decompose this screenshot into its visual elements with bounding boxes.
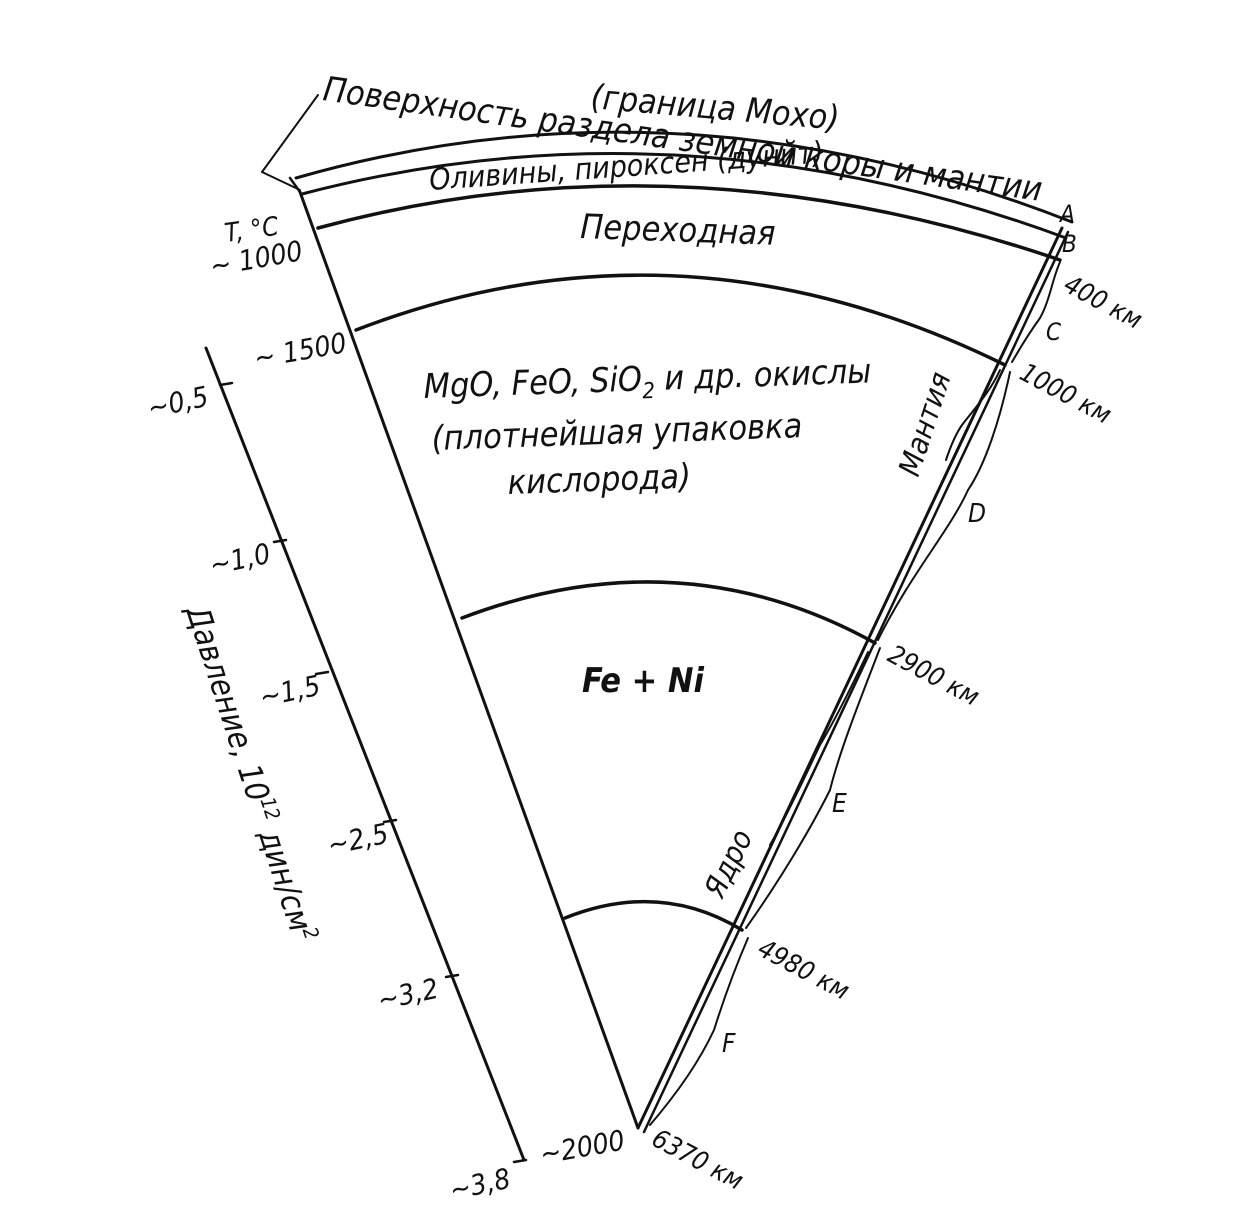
temperature-1000: ~ 1000 <box>207 234 305 283</box>
pressure-axis: ~0,5 ~1,0 ~1,5 ~2,5 ~3,2 ~3,8 Давление, 1012 … <box>145 346 528 1207</box>
core-composition-label: Fe + Ni <box>582 661 705 701</box>
zone-label-f: F <box>722 1029 736 1059</box>
zone-label-a: A <box>1058 200 1075 228</box>
group-labels: Мантия Ядро <box>697 368 1001 904</box>
pressure-tick-label: ~1,5 <box>257 669 324 714</box>
sector-outline <box>288 176 1070 1134</box>
zone-labels: A B C D E F <box>649 200 1077 1126</box>
sector-right-edge-double <box>642 230 1070 1134</box>
pressure-ticks: ~0,5 ~1,0 ~1,5 ~2,5 ~3,2 ~3,8 <box>145 380 528 1207</box>
core-brace <box>769 651 869 846</box>
pressure-tick-mark <box>272 538 288 544</box>
pressure-tick-mark <box>218 381 234 387</box>
mantle-core-arc <box>460 580 877 645</box>
depth-4980: 4980 км <box>753 934 854 1007</box>
oxides-label-line-2: (плотнейшая упаковка <box>431 406 803 459</box>
zone-label-d: D <box>968 499 986 529</box>
temperature-2000: ~2000 <box>537 1124 627 1171</box>
transition-layer-label: Переходная <box>580 207 776 254</box>
sector-left-edge <box>298 190 640 1130</box>
temperature-1500: ~ 1500 <box>251 326 349 375</box>
pressure-tick-label: ~0,5 <box>145 380 212 425</box>
title-pointer-line <box>261 94 319 173</box>
depth-2900: 2900 км <box>883 640 984 713</box>
depth-1000: 1000 км <box>1015 358 1116 431</box>
layer-labels: Оливины, пироксен (дунит) Переходная MgO… <box>423 136 872 701</box>
pressure-tick-mark <box>314 670 330 676</box>
inner-core-arc <box>563 899 744 932</box>
pressure-tick-label: ~3,8 <box>447 1162 514 1207</box>
pressure-axis-line <box>204 346 526 1162</box>
olivine-lower-arc <box>316 184 1062 262</box>
depth-6370: 6370 км <box>647 1124 748 1197</box>
transition-lower-arc <box>354 273 1007 367</box>
layer-boundaries <box>294 130 1074 932</box>
outer-surface-arc <box>294 130 1074 224</box>
brace-d <box>877 371 1011 641</box>
pressure-tick-label: ~2,5 <box>325 817 392 862</box>
oxides-label-line-3: кислорода) <box>507 457 692 503</box>
pressure-axis-label: Давление, 1012 дин/см2 <box>178 599 324 947</box>
pressure-tick-mark <box>382 818 398 824</box>
moho-boundary-arc <box>300 152 1068 240</box>
zone-label-e: E <box>832 789 847 819</box>
oxides-label-line-1: MgO, FeO, SiO2 и др. окислы <box>423 351 872 412</box>
moho-title: Поверхность раздела земной коры и мантии… <box>261 69 1045 210</box>
zone-label-c: C <box>1046 318 1062 346</box>
pressure-tick-mark <box>444 973 460 979</box>
pressure-tick-label: ~3,2 <box>375 972 442 1017</box>
mantle-group-label: Мантия <box>892 368 958 481</box>
brace-e <box>745 647 881 929</box>
pressure-tick-label: ~1,0 <box>207 537 274 582</box>
brace-c <box>1011 261 1061 363</box>
brace-f <box>649 937 749 1126</box>
pressure-tick-mark <box>512 1158 528 1164</box>
zone-label-b: B <box>1062 230 1077 258</box>
sector-right-edge <box>636 226 1064 1130</box>
core-group-label: Ядро <box>697 824 760 904</box>
title-pointer-hook <box>261 171 301 191</box>
depth-400: 400 км <box>1059 270 1147 336</box>
mantle-brace <box>945 369 1001 461</box>
